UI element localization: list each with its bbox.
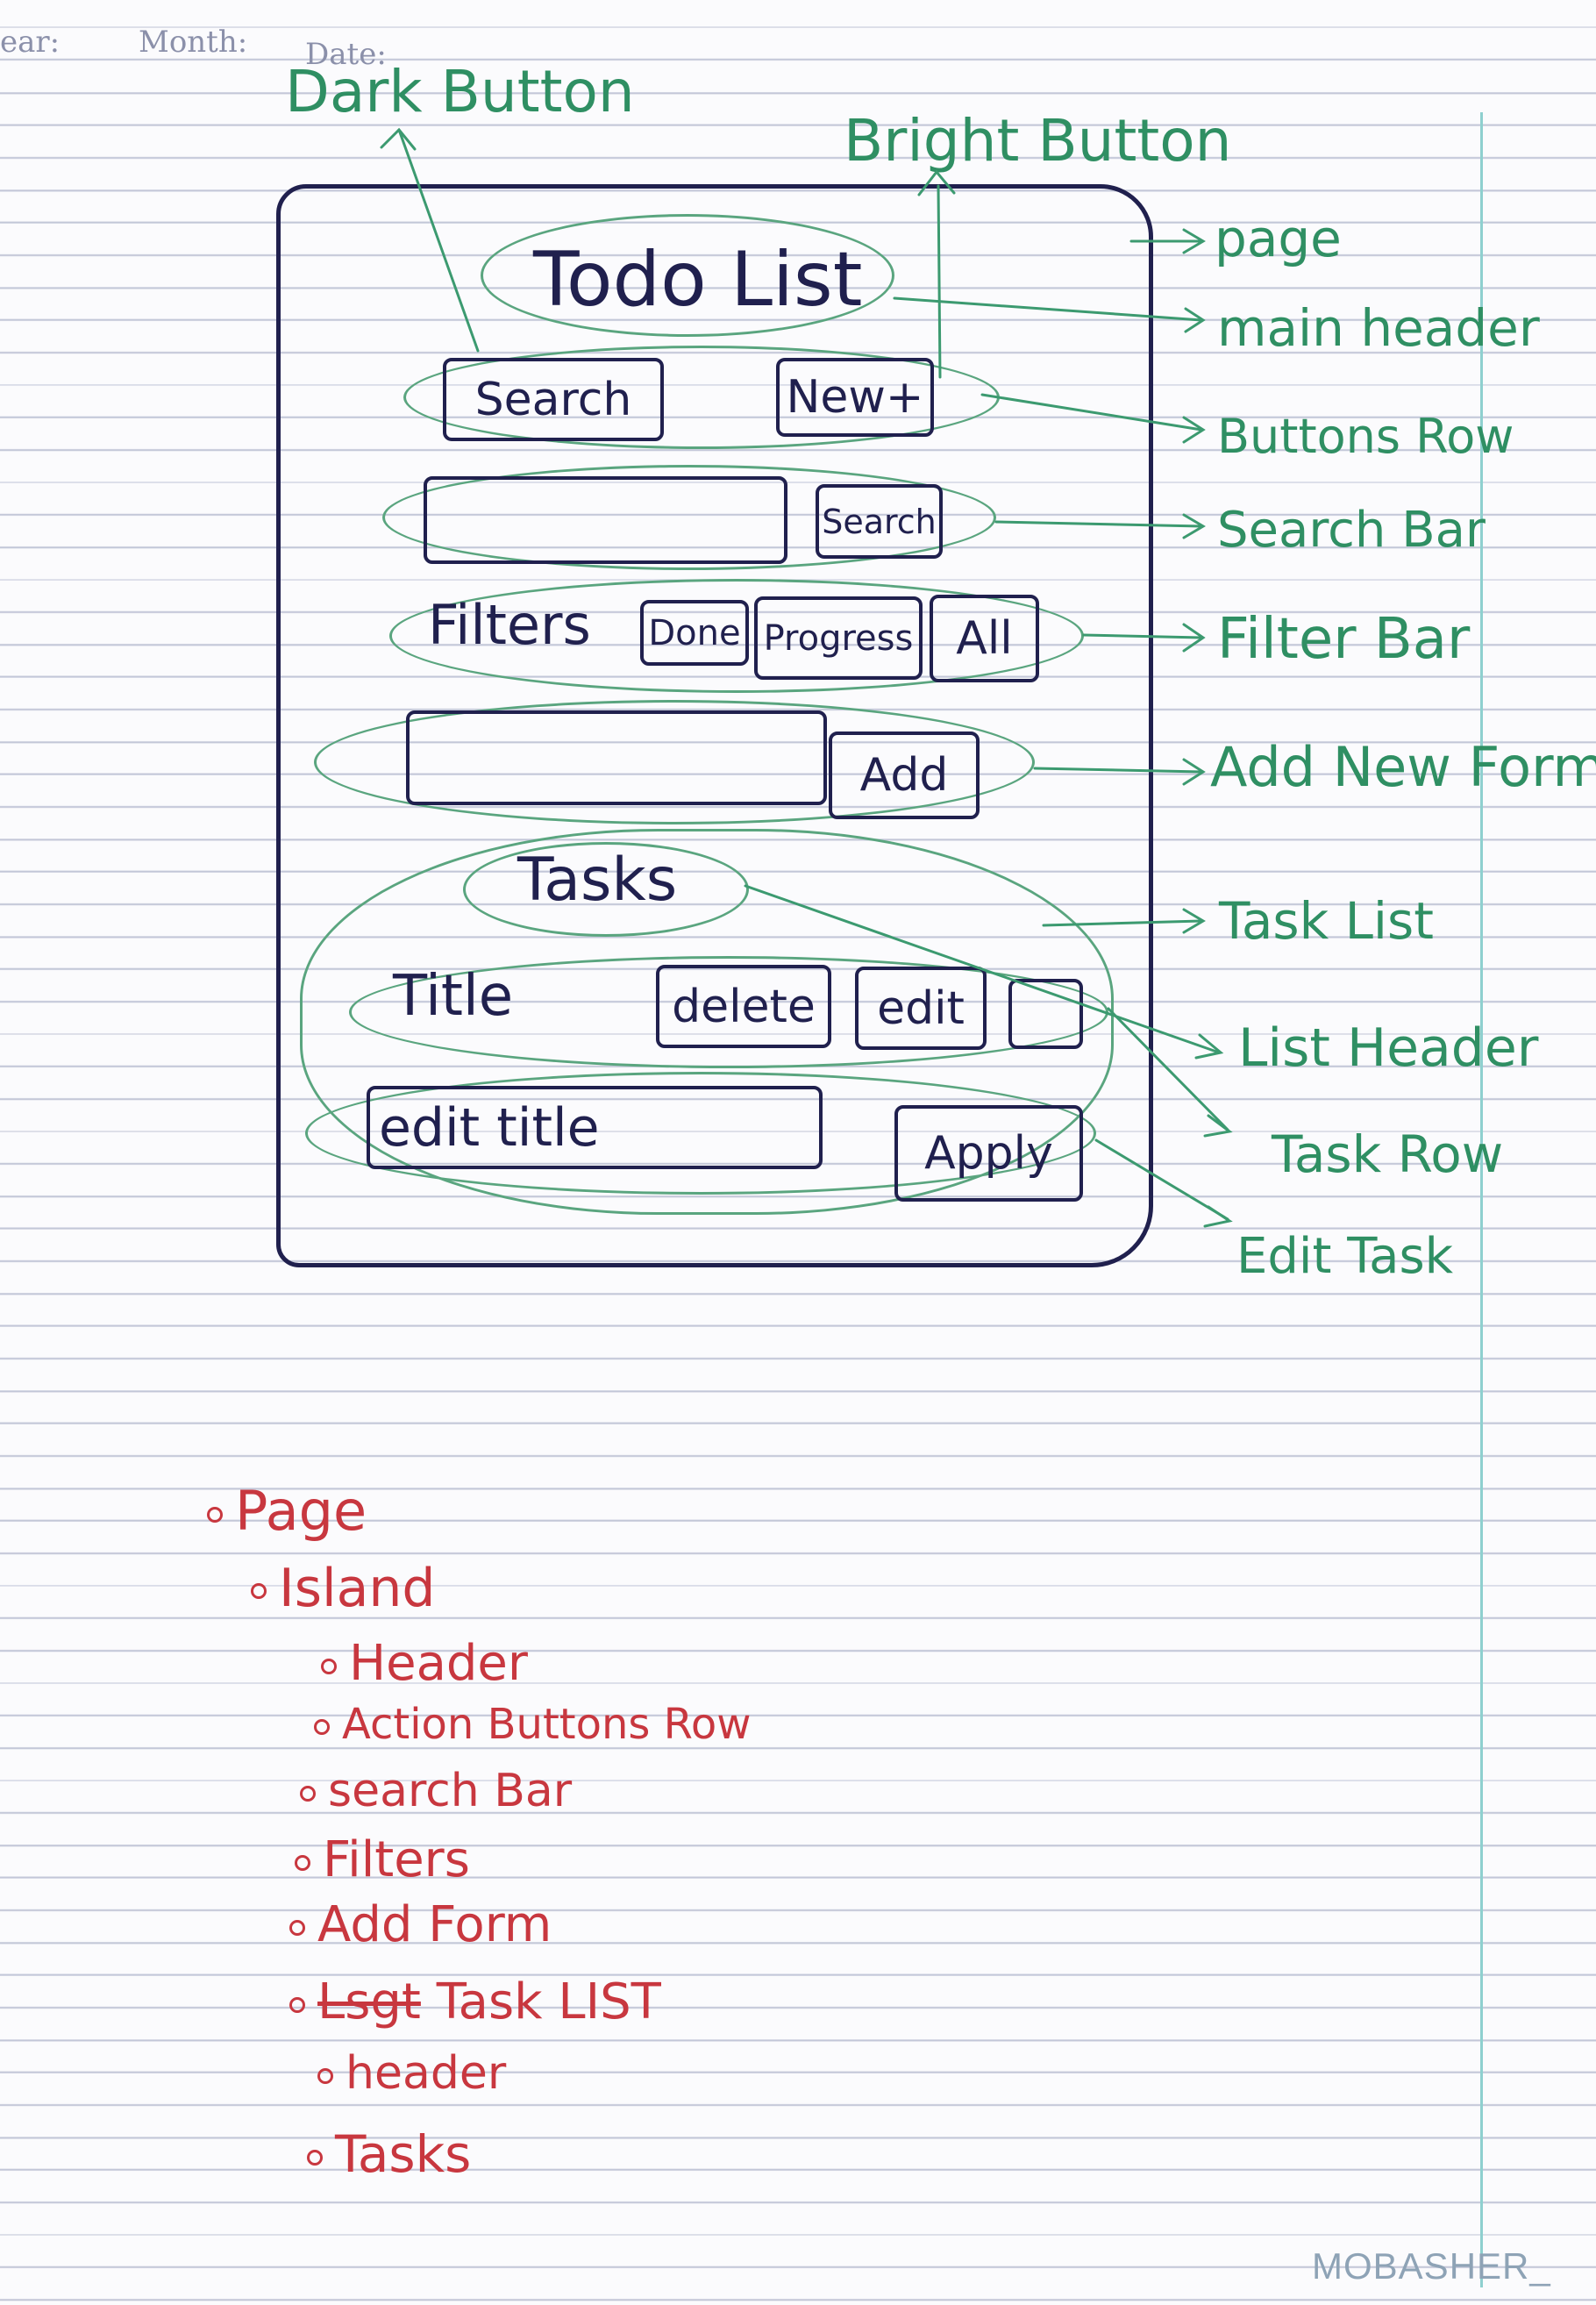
delete-button[interactable]: delete bbox=[656, 965, 831, 1048]
paper-brand: MOBASHER_ bbox=[1312, 2245, 1551, 2287]
label-buttons-row: Buttons Row bbox=[1217, 409, 1514, 464]
task-checkbox[interactable] bbox=[1008, 979, 1083, 1049]
label-task-list: Task List bbox=[1219, 891, 1434, 951]
filters-label: Filters bbox=[428, 593, 591, 657]
year-field: ear: bbox=[0, 25, 61, 60]
outline-filters: Filters bbox=[295, 1831, 470, 1888]
outline-bullet bbox=[317, 2068, 333, 2084]
tasks-heading: Tasks bbox=[517, 846, 678, 915]
bright-button-note: Bright Button bbox=[844, 107, 1232, 175]
outline-bullet bbox=[207, 1506, 223, 1523]
outline-bullet bbox=[314, 1719, 330, 1735]
margin-line bbox=[1480, 112, 1483, 2287]
new-button[interactable]: New+ bbox=[776, 358, 934, 437]
outline-bullet bbox=[251, 1583, 267, 1600]
month-field: Month: bbox=[139, 25, 248, 60]
outline-task-list: Lsgt Task LIST bbox=[289, 1973, 661, 2030]
label-list-header: List Header bbox=[1238, 1017, 1539, 1079]
outline-island: Island bbox=[251, 1558, 436, 1619]
outline-page: Page bbox=[207, 1479, 367, 1543]
filter-done-button[interactable]: Done bbox=[640, 600, 749, 666]
outline-tasks: Tasks bbox=[307, 2124, 471, 2184]
label-filter-bar: Filter Bar bbox=[1217, 607, 1471, 672]
outline-search-bar: search Bar bbox=[300, 1765, 572, 1817]
label-main-header: main header bbox=[1217, 298, 1540, 358]
outline-bullet bbox=[295, 1854, 310, 1871]
label-task-row: Task Row bbox=[1272, 1124, 1504, 1184]
apply-button[interactable]: Apply bbox=[894, 1105, 1083, 1202]
dark-button-arrowhead bbox=[380, 127, 417, 151]
dark-button-note: Dark Button bbox=[285, 58, 635, 125]
filter-bar-oval bbox=[389, 579, 1084, 693]
sketch-page-frame bbox=[276, 184, 1153, 1267]
sketch-title: Todo List bbox=[533, 236, 863, 324]
add-button[interactable]: Add bbox=[829, 731, 980, 819]
filter-progress-button[interactable]: Progress bbox=[754, 596, 923, 680]
outline-bullet bbox=[289, 1919, 305, 1936]
edit-title-field[interactable]: edit title bbox=[367, 1086, 823, 1169]
label-search-bar: Search Bar bbox=[1217, 502, 1486, 559]
outline-bullet bbox=[289, 1996, 305, 2013]
search-bar-oval bbox=[382, 465, 996, 570]
outline-bullet bbox=[300, 1786, 316, 1802]
label-edit-task: Edit Task bbox=[1236, 1228, 1454, 1285]
header-oval bbox=[481, 214, 894, 337]
struck-word: Lsgt bbox=[317, 1973, 421, 2030]
outline-action-buttons-row: Action Buttons Row bbox=[314, 1700, 751, 1749]
task-list-oval bbox=[300, 829, 1114, 1215]
edit-task-oval bbox=[305, 1072, 1096, 1195]
bright-button-arrowhead bbox=[917, 169, 956, 196]
dark-button-leader bbox=[397, 128, 480, 353]
edit-button[interactable]: edit bbox=[855, 967, 987, 1050]
search-bar-button[interactable]: Search bbox=[816, 484, 943, 559]
date-field: Date: bbox=[305, 37, 387, 72]
search-input[interactable] bbox=[424, 476, 787, 564]
search-button[interactable]: Search bbox=[443, 358, 664, 441]
bright-button-leader bbox=[937, 184, 942, 379]
filter-all-button[interactable]: All bbox=[930, 595, 1039, 682]
outline-add-form: Add Form bbox=[289, 1896, 552, 1953]
outline-list-header: header bbox=[317, 2047, 506, 2100]
label-page: page bbox=[1215, 209, 1342, 268]
label-add-new-form: Add New Form bbox=[1210, 735, 1596, 799]
add-input[interactable] bbox=[406, 710, 827, 805]
add-form-oval bbox=[314, 700, 1035, 824]
task-title: Title bbox=[393, 964, 514, 1029]
outline-header: Header bbox=[321, 1635, 528, 1692]
outline-bullet bbox=[307, 2149, 323, 2166]
outline-bullet bbox=[321, 1658, 337, 1674]
